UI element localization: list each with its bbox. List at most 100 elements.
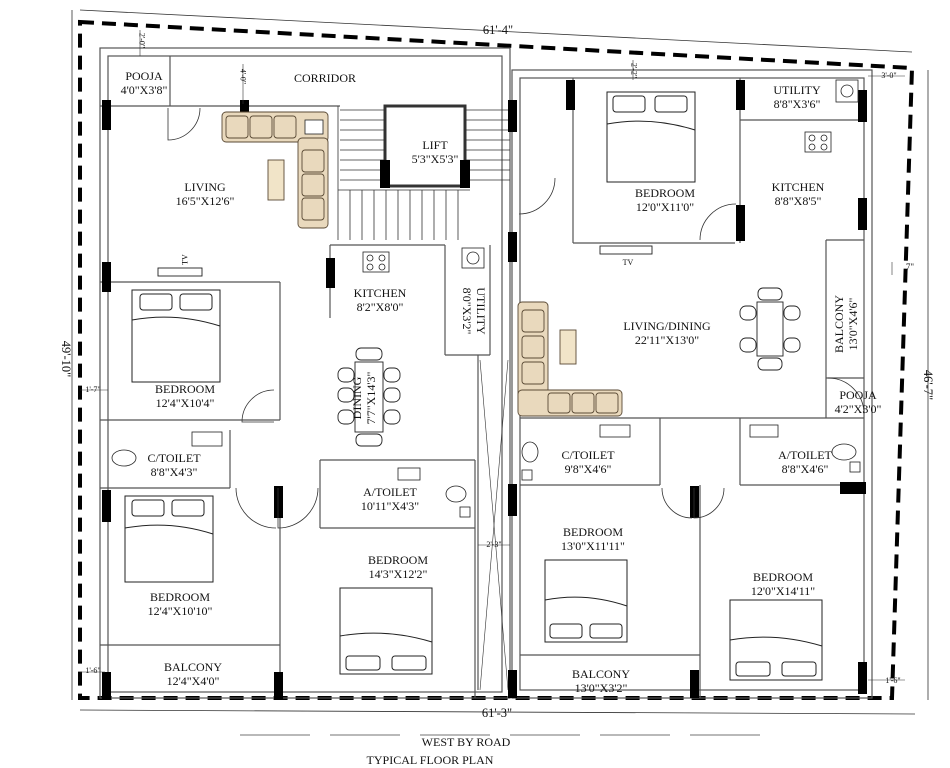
dimension-left: 49'-10" [59, 340, 73, 378]
room-size: 12'0"X11'0" [635, 200, 695, 214]
room-pooja-right: POOJA 4'2"X3'0" [826, 388, 890, 416]
room-size: 22'11"X13'0" [634, 333, 700, 347]
room-size: 13'0"X3'2" [574, 681, 628, 695]
dimension-right-bottom-gap: 1'-6" [885, 676, 901, 685]
room-size: 8'8"X8'5" [774, 194, 822, 208]
dimension-bedroom-gap: 2'-2" [629, 62, 639, 79]
room-name: BALCONY [163, 660, 222, 674]
room-kitchen-right: KITCHEN 8'8"X8'5" [760, 180, 836, 208]
room-pooja-left: POOJA 4'0"X3'8" [112, 69, 176, 97]
room-bedroom-right-center: BEDROOM 13'0"X11'11" [545, 525, 641, 553]
room-utility-right: UTILITY 8'8"X3'6" [760, 83, 834, 111]
dimension-top: 61'-4" [482, 23, 514, 37]
room-bedroom-right-top: BEDROOM 12'0"X11'0" [620, 186, 710, 214]
room-size: 8'2"X8'0" [356, 300, 404, 314]
dimension-right: 46'-7" [921, 369, 935, 401]
room-name: C/TOILET [147, 451, 201, 465]
dining-tables [337, 287, 801, 447]
door-swings [167, 107, 865, 529]
room-name: POOJA [125, 69, 163, 83]
room-atoilet-right: A/TOILET 8'8"X4'6" [765, 448, 845, 476]
sofa-sets [221, 111, 623, 417]
dimension-left-offset: 1'-7" [85, 385, 101, 394]
room-size: 10'11"X4'3" [360, 499, 420, 513]
dimension-balcony-gap: 7" [905, 262, 915, 272]
room-size: 5'3"X5'3" [411, 152, 459, 166]
room-bedroom-left-center: BEDROOM 14'3"X12'2" [350, 553, 446, 581]
room-atoilet-left: A/TOILET 10'11"X4'3" [350, 485, 430, 513]
room-name: POOJA [839, 388, 877, 402]
beds [124, 91, 823, 681]
room-name: BEDROOM [562, 525, 623, 539]
room-name: A/TOILET [778, 448, 832, 462]
dimension-ticks [80, 30, 905, 681]
room-utility-center: UTILITY 8'0"X3'2" [460, 278, 488, 344]
room-name: BALCONY [571, 667, 630, 681]
room-living-dining-right: LIVING/DINING 22'11"X13'0" [612, 319, 722, 347]
room-bedroom-left-mid: BEDROOM 12'4"X10'4" [140, 382, 230, 410]
fixtures [111, 79, 861, 518]
room-name: KITCHEN [771, 180, 825, 194]
room-living-left: LIVING 16'5"X12'6" [160, 180, 250, 208]
dimension-center-gap: 2'-3" [486, 540, 502, 549]
room-size: 16'5"X12'6" [175, 194, 235, 208]
room-lift: LIFT 5'3"X5'3" [395, 138, 475, 166]
dimension-left-bottom-gap: 1'-6" [85, 666, 101, 675]
room-bedroom-right-low: BEDROOM 12'0"X14'11" [735, 570, 831, 598]
room-name: BEDROOM [752, 570, 813, 584]
room-name: CORRIDOR [293, 71, 356, 85]
room-size: 13'0"X11'11" [561, 539, 625, 553]
room-name: BEDROOM [154, 382, 215, 396]
room-size: 12'0"X14'11" [750, 584, 816, 598]
room-name: BALCONY [832, 295, 846, 354]
room-balcony-left: BALCONY 12'4"X4'0" [148, 660, 238, 688]
room-name: DINING [350, 376, 364, 420]
room-size: 13'0"X4'6" [846, 297, 860, 351]
room-size: 4'2"X3'0" [834, 402, 882, 416]
room-name: BEDROOM [367, 553, 428, 567]
room-size: 12'4"X10'4" [155, 396, 215, 410]
room-balcony-right-side: BALCONY 13'0"X4'6" [832, 289, 860, 359]
room-size: 8'0"X3'2" [460, 287, 474, 335]
room-size: 8'8"X3'6" [773, 97, 821, 111]
room-name: KITCHEN [353, 286, 407, 300]
room-ctoilet-right: C/TOILET 9'8"X4'6" [548, 448, 628, 476]
room-balcony-right: BALCONY 13'0"X3'2" [556, 667, 646, 695]
road-label: WEST BY ROAD [421, 735, 511, 749]
room-size: 12'4"X4'0" [166, 674, 220, 688]
dimension-utility-gap: 3'-0" [881, 71, 897, 80]
room-name: LIVING [184, 180, 226, 194]
room-size: 8'8"X4'3" [150, 465, 198, 479]
tv-label-left: TV [180, 254, 190, 265]
dimension-pooja-gap: 2'-0" [137, 32, 147, 49]
room-name: C/TOILET [561, 448, 615, 462]
dimension-lines [71, 9, 929, 715]
room-bedroom-left-low: BEDROOM 12'4"X10'10" [132, 590, 228, 618]
dimension-corridor-gap: 4'-0" [238, 68, 248, 85]
room-corridor: CORRIDOR [280, 71, 370, 85]
room-kitchen-left: KITCHEN 8'2"X8'0" [340, 286, 420, 314]
lift-and-stairs [337, 104, 510, 691]
plot-boundary [78, 19, 915, 700]
room-name: LIFT [422, 138, 448, 152]
room-size: 7'7"X14'3" [364, 371, 378, 425]
room-size: 8'8"X4'6" [781, 462, 829, 476]
room-size: 14'3"X12'2" [368, 567, 428, 581]
dimension-bottom: 61'-3" [481, 706, 513, 720]
room-name: BEDROOM [634, 186, 695, 200]
room-name: BEDROOM [149, 590, 210, 604]
plan-title: TYPICAL FLOOR PLAN [366, 753, 494, 767]
room-size: 12'4"X10'10" [147, 604, 213, 618]
room-dining-left: DINING 7'7"X14'3" [350, 365, 378, 431]
room-name: UTILITY [773, 83, 821, 97]
room-name: A/TOILET [363, 485, 417, 499]
columns [102, 80, 867, 700]
room-name: UTILITY [474, 287, 488, 335]
room-ctoilet-left: C/TOILET 8'8"X4'3" [134, 451, 214, 479]
room-name: LIVING/DINING [623, 319, 711, 333]
tv-units [157, 245, 653, 277]
tv-label-right: TV [622, 258, 634, 267]
room-size: 9'8"X4'6" [564, 462, 612, 476]
room-size: 4'0"X3'8" [120, 83, 168, 97]
